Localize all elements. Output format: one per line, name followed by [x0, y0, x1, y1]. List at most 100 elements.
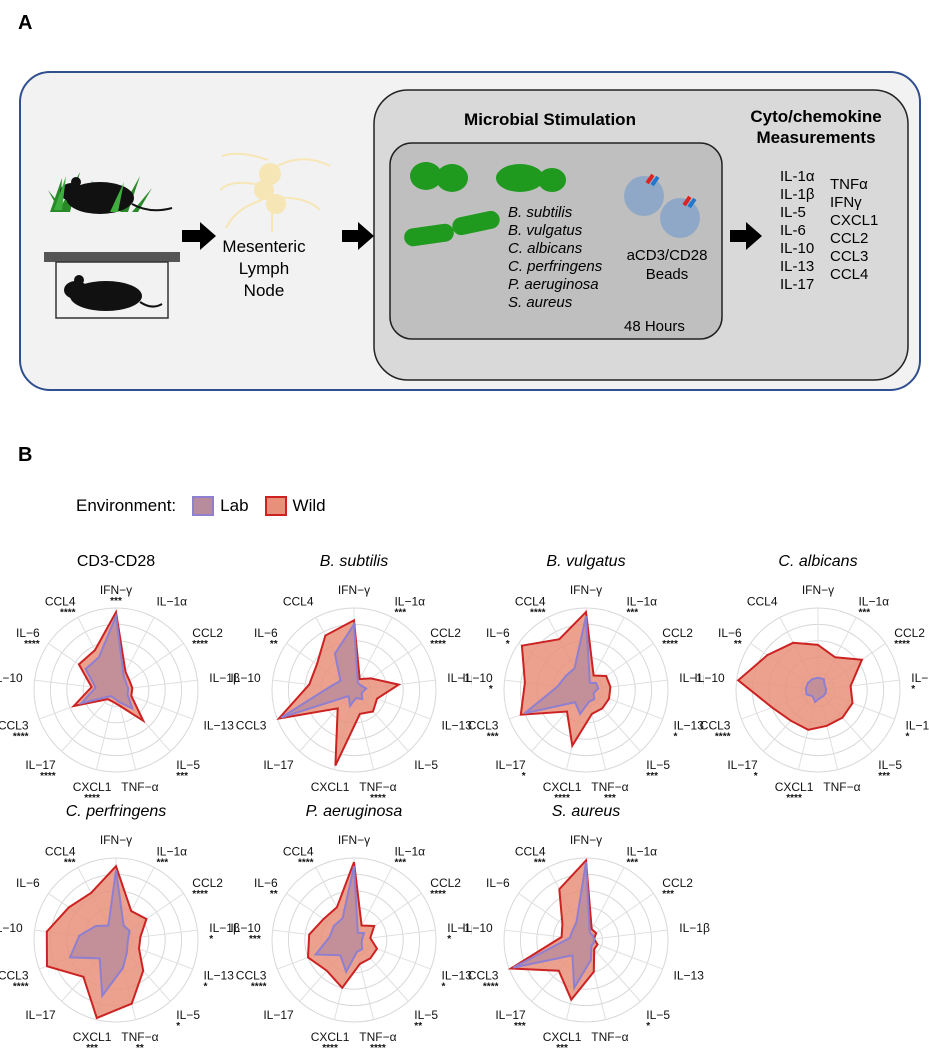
significance-label: ***: [626, 607, 638, 618]
axis-label: IL−10: [230, 921, 261, 935]
beads-label: aCD3/CD28 Beads: [626, 247, 708, 283]
grid-spoke: [585, 929, 668, 941]
axis-label: TNF−α: [121, 1030, 158, 1044]
cytokine-name: CCL3: [830, 248, 869, 265]
radar-chart: IFN−γ***IL−1αCCL2****IL−1βIL−13IL−5***TN…: [0, 553, 240, 806]
axis-label: IL−13: [204, 718, 235, 732]
axis-label: IL−17: [25, 1008, 56, 1022]
significance-label: ****: [430, 639, 446, 650]
axis-label: CCL2: [192, 626, 223, 640]
axis-label: CCL3: [236, 718, 267, 732]
panel-a-schematic: [19, 71, 921, 391]
axis-label: CCL2: [662, 876, 693, 890]
legend: Environment: Lab Wild: [76, 496, 326, 516]
legend-label-wild: Wild: [292, 496, 326, 515]
significance-label: ****: [251, 981, 267, 992]
axis-label: CCL4: [45, 594, 76, 608]
significance-label: ****: [370, 793, 386, 804]
axis-label: CCL3: [0, 718, 29, 732]
significance-label: *: [522, 771, 526, 782]
significance-label: **: [414, 1021, 422, 1032]
arrow-icon: [342, 222, 374, 250]
cytokine-name: IL-1α: [780, 168, 815, 185]
significance-label: ***: [626, 857, 638, 868]
axis-label: IL−1β: [209, 921, 240, 935]
significance-label: **: [136, 1043, 144, 1050]
duration-label: 48 Hours: [624, 318, 685, 335]
radar-title: B. subtilis: [320, 553, 388, 570]
significance-label: ***: [176, 771, 188, 782]
significance-label: ****: [192, 639, 208, 650]
axis-label: IL−10: [694, 671, 725, 685]
panel-a-letter: A: [18, 12, 33, 34]
cytokine-name: CXCL1: [830, 212, 879, 229]
microbe-name: S. aureus: [508, 294, 573, 311]
series-lab-area: [78, 612, 135, 711]
axis-label: IL−10: [0, 671, 23, 685]
axis-label: IL−1α: [156, 594, 187, 608]
cytokine-name: IL-13: [780, 258, 815, 275]
axis-label: IL−13: [674, 718, 705, 732]
axis-label: IL−10: [462, 921, 493, 935]
significance-label: **: [734, 639, 742, 650]
series-lab-area: [280, 621, 368, 719]
series-lab-area: [512, 861, 596, 992]
significance-label: *: [646, 1021, 650, 1032]
significance-label: ***: [662, 889, 674, 900]
axis-label: TNF−α: [359, 1030, 396, 1044]
significance-label: ****: [370, 1043, 386, 1050]
significance-label: ***: [394, 857, 406, 868]
significance-label: ***: [394, 607, 406, 618]
cytokine-name: CCL4: [830, 266, 869, 283]
significance-label: ****: [715, 731, 731, 742]
axis-label: CXCL1: [73, 780, 112, 794]
radar-title: CD3-CD28: [77, 553, 155, 570]
axis-label: IL−5: [646, 1008, 670, 1022]
cytokine-name: IL-10: [780, 240, 815, 257]
radar-title: P. aeruginosa: [306, 803, 403, 820]
axis-label: IL−6: [486, 876, 510, 890]
series-lab-area: [313, 865, 366, 975]
axis-label: TNF−α: [359, 780, 396, 794]
axis-label: IL−17: [263, 758, 294, 772]
axis-label: IFN−γ: [802, 583, 834, 597]
axis-label: IFN−γ: [338, 583, 370, 597]
axis-label: IL−13: [674, 968, 705, 982]
significance-label: *: [489, 684, 493, 695]
radar-title: C. albicans: [778, 553, 857, 570]
axis-label: IL−6: [16, 626, 40, 640]
significance-label: ***: [514, 1021, 526, 1032]
cytokine-name: IL-5: [780, 204, 806, 221]
significance-label: ****: [430, 889, 446, 900]
significance-label: *: [442, 981, 446, 992]
axis-label: IL−10: [230, 671, 261, 685]
significance-label: ***: [878, 771, 890, 782]
radar-chart: IFN−γIL−1α***CCL2****IL−1β*IL−13*IL−5**T…: [230, 803, 478, 1050]
radar-title: S. aureus: [552, 803, 620, 820]
axis-label: IL−1β: [679, 921, 710, 935]
axis-label: CCL4: [515, 844, 546, 858]
axis-label: CCL3: [0, 968, 29, 982]
axis-label: IL−1α: [858, 594, 889, 608]
significance-label: ***: [556, 1043, 568, 1050]
axis-label: TNF−α: [591, 780, 628, 794]
significance-label: *: [204, 981, 208, 992]
significance-label: ***: [487, 731, 499, 742]
axis-label: TNF−α: [121, 780, 158, 794]
significance-label: ***: [534, 857, 546, 868]
grid-spoke: [585, 939, 663, 970]
significance-label: ****: [24, 639, 40, 650]
radar-chart: IFN−γIL−1α***CCL2***IL−1βIL−13IL−5*TNF−α…: [462, 803, 710, 1050]
axis-label: CCL3: [468, 968, 499, 982]
measurements-title: Cyto/chemokine Measurements: [750, 107, 882, 147]
legend-title: Environment:: [76, 496, 177, 515]
beads-icon: [624, 173, 700, 238]
significance-label: ****: [530, 607, 546, 618]
arrow-icon: [730, 222, 762, 250]
significance-label: ***: [64, 857, 76, 868]
axis-label: CCL2: [430, 626, 461, 640]
axis-label: CXCL1: [543, 780, 582, 794]
axis-label: CXCL1: [311, 1030, 350, 1044]
axis-label: IL−13: [204, 968, 235, 982]
significance-label: ****: [192, 889, 208, 900]
